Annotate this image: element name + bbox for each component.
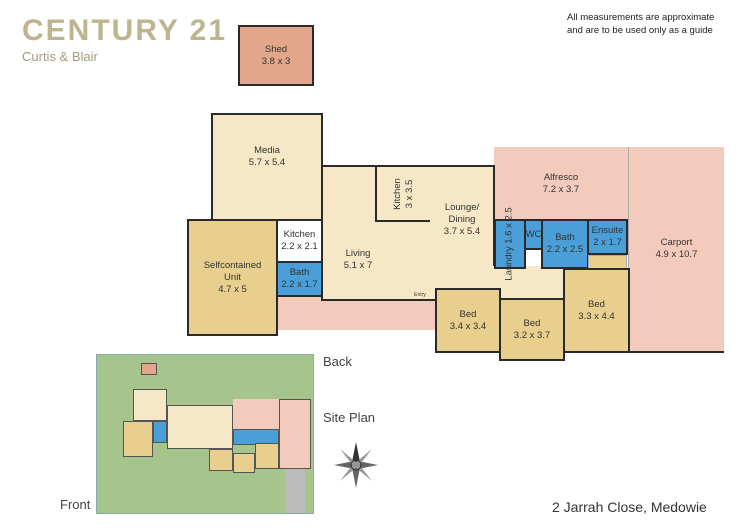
room-size: 3.7 x 5.4	[443, 226, 481, 237]
mini-driveway	[285, 469, 305, 513]
mini-bed	[209, 449, 233, 471]
room-name: Selfcontained Unit	[203, 259, 262, 283]
room-size: 5.7 x 5.4	[248, 157, 286, 168]
front-label: Front	[60, 497, 91, 512]
room-name: Kitchen	[391, 177, 403, 210]
patio	[277, 296, 437, 330]
laundry-label: Laundry 1.6 x 2.5	[504, 207, 516, 280]
disclaimer: All measurements are approximate and are…	[567, 11, 714, 37]
room-size: 2.2 x 1.7	[281, 279, 318, 290]
mini-bath	[153, 421, 167, 443]
room-name: Bed	[459, 308, 477, 320]
mini-shed	[141, 363, 157, 375]
room-name: Laundry	[504, 246, 515, 281]
room-name: Kitchen	[283, 229, 316, 240]
room-size: 7.2 x 3.7	[542, 184, 580, 195]
room-name: Bath	[289, 267, 310, 278]
room-name: Lounge/ Dining	[444, 202, 480, 225]
mini-bed	[255, 443, 279, 469]
room-name: Bath	[555, 232, 575, 243]
room-laundry: Laundry 1.6 x 2.5	[494, 207, 526, 281]
room-size: 4.9 x 10.7	[655, 249, 698, 260]
room-name: WC	[525, 228, 542, 240]
room-name: Media	[254, 145, 280, 156]
room-name: Ensuite	[591, 225, 624, 236]
back-label: Back	[323, 354, 352, 369]
room-name: Living	[345, 248, 371, 259]
site-plan-title: Site Plan	[323, 410, 376, 425]
room-name: Shed	[264, 43, 288, 55]
room-size: 3.3 x 4.4	[578, 310, 615, 322]
room-size: 5.1 x 7	[343, 260, 373, 271]
compass-icon	[334, 442, 378, 488]
room-size: 2 x 1.7	[593, 237, 622, 248]
office-name: Curtis & Blair	[22, 49, 98, 64]
room-size: 1.6 x 2.5	[504, 207, 515, 244]
room-name: Carport	[660, 237, 693, 248]
room-name: Bed	[523, 317, 541, 329]
mini-alfresco	[233, 399, 279, 429]
mini-living	[167, 405, 233, 449]
mini-carport	[279, 399, 311, 469]
room-name: Bed	[588, 298, 605, 310]
mini-unit	[123, 421, 153, 457]
century21-logo: CENTURY 21	[22, 14, 228, 47]
room-size: 3.2 x 3.7	[513, 329, 551, 341]
disclaimer-line: All measurements are approximate	[567, 12, 715, 23]
room-size: 3.8 x 3	[261, 55, 291, 67]
disclaimer-line: and are to be used only as a guide	[567, 25, 713, 36]
room-size: 2.2 x 2.1	[281, 241, 318, 252]
property-address: 2 Jarrah Close, Medowie	[552, 499, 707, 515]
room-size: 4.7 x 5	[218, 283, 247, 295]
entry-label: Entry	[410, 290, 430, 300]
room-size: 3 x 3.5	[403, 179, 415, 208]
room-name: Alfresco	[543, 172, 579, 183]
room-size: 3.4 x 3.4	[449, 320, 487, 332]
mini-bed	[233, 453, 255, 473]
site-plan-map	[96, 354, 314, 514]
mini-media	[133, 389, 167, 421]
room-size: 2.2 x 2.5	[546, 244, 584, 255]
room-name: Entry	[414, 292, 426, 298]
